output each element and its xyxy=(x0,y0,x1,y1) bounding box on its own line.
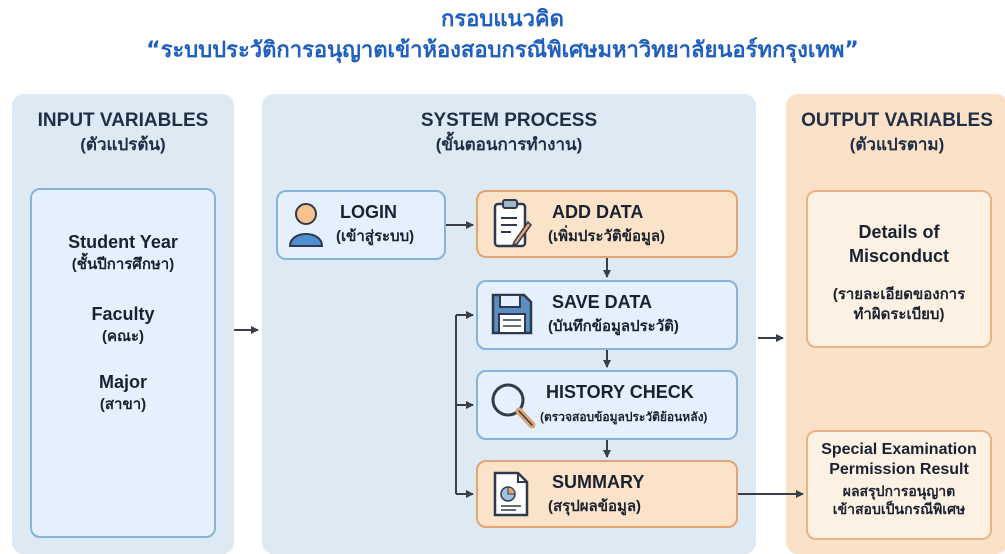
output-heading: OUTPUT VARIABLES xyxy=(801,110,993,131)
misconduct-th1: (รายละเอียดของการ xyxy=(832,286,966,303)
history-check-label: HISTORY CHECK xyxy=(546,382,694,402)
misconduct-box xyxy=(806,190,992,348)
save-data-label-th: (บันทึกข้อมูลประวัติ) xyxy=(548,318,679,335)
input-item-faculty: Faculty xyxy=(91,304,155,324)
input-item-major: Major xyxy=(98,372,147,392)
input-item-faculty-th: (คณะ) xyxy=(102,328,144,345)
login-label: LOGIN xyxy=(340,202,397,222)
add-data-label-th: (เพิ่มประวัติข้อมูล) xyxy=(548,228,666,245)
save-data-label: SAVE DATA xyxy=(552,292,653,312)
misconduct-line1: Details of xyxy=(858,222,940,242)
diagram-title: กรอบแนวคิด xyxy=(441,7,564,32)
system-heading: SYSTEM PROCESS xyxy=(420,110,598,131)
login-box xyxy=(276,190,446,260)
floppy-disk-icon xyxy=(491,293,533,335)
input-item-student-year-th: (ชั้นปีการศึกษา) xyxy=(71,256,175,273)
input-item-major-th: (สาขา) xyxy=(99,396,147,413)
input-heading: INPUT VARIABLES xyxy=(37,110,209,131)
summary-label-th: (สรุปผลข้อมูล) xyxy=(548,498,642,515)
result-th1: ผลสรุปการอนุญาต xyxy=(842,483,956,499)
input-variables-box xyxy=(30,188,216,538)
add-data-label: ADD DATA xyxy=(552,202,644,222)
summary-label: SUMMARY xyxy=(552,472,645,492)
input-heading-th: (ตัวแปรต้น) xyxy=(80,135,166,154)
misconduct-line2: Misconduct xyxy=(848,246,949,266)
misconduct-th2: ทำผิดระเบียบ) xyxy=(853,306,945,323)
input-item-student-year: Student Year xyxy=(68,232,178,252)
clipboard-icon xyxy=(493,199,532,248)
result-line1: Special Examination xyxy=(821,441,977,458)
history-check-label-th: (ตรวจสอบข้อมูลประวัติย้อนหลัง) xyxy=(540,410,708,424)
output-heading-th: (ตัวแปรตาม) xyxy=(849,135,945,154)
login-label-th: (เข้าสู่ระบบ) xyxy=(336,228,415,245)
report-icon xyxy=(493,471,529,517)
permission-result-box xyxy=(806,430,992,540)
user-icon xyxy=(288,203,324,247)
diagram-subtitle: “ระบบประวัติการอนุญาตเข้าห้องสอบกรณีพิเศ… xyxy=(146,38,859,63)
result-line2: Permission Result xyxy=(829,461,969,478)
magnifier-icon xyxy=(491,383,536,429)
system-heading-th: (ขั้นตอนการทำงาน) xyxy=(435,135,583,154)
result-th2: เข้าสอบเป็นกรณีพิเศษ xyxy=(832,501,966,517)
